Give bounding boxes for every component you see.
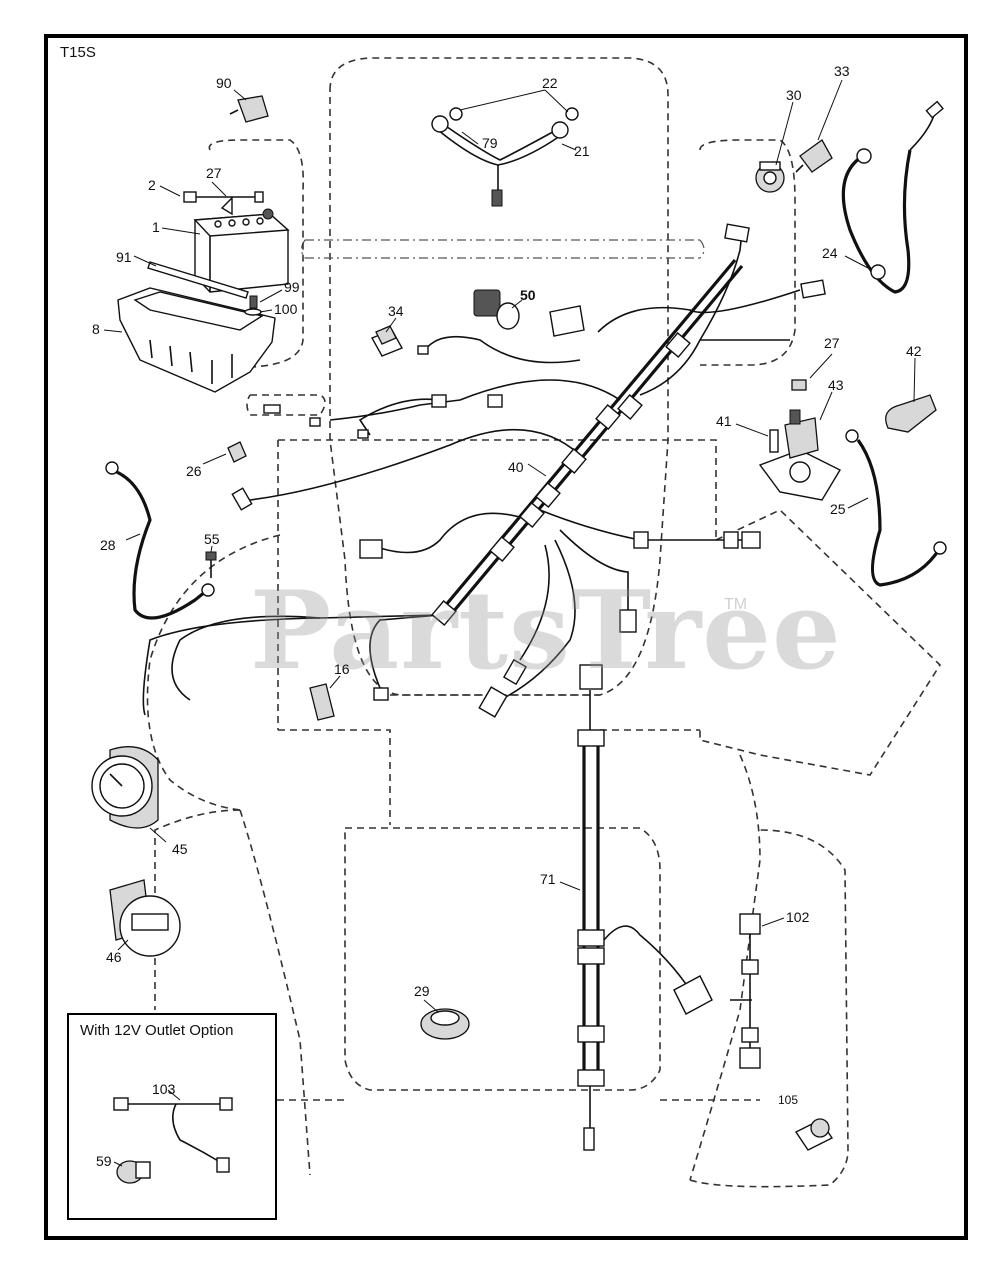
part-34-switch (371, 325, 403, 357)
part-46-meter (109, 879, 181, 957)
callout-30: 30 (786, 87, 802, 103)
part-33-key (795, 139, 833, 173)
part-71-harness (577, 664, 713, 1151)
callout-34: 34 (388, 303, 404, 319)
inset-box (67, 1013, 277, 1220)
callout-59: 59 (96, 1153, 112, 1169)
leader-lines (103, 79, 916, 1167)
part-42-boot (885, 394, 937, 433)
callout-91: 91 (116, 249, 132, 265)
part-30-ignition (755, 161, 785, 193)
callout-1: 1 (152, 219, 160, 235)
callout-2: 2 (148, 177, 156, 193)
callout-26: 26 (186, 463, 202, 479)
part-1-battery (193, 196, 290, 293)
part-99-100-bolt (244, 295, 262, 316)
callout-42: 42 (906, 343, 922, 359)
callout-100: 100 (274, 301, 298, 317)
part-29-grommet (420, 1008, 470, 1040)
callout-71: 71 (540, 871, 556, 887)
part-headlight-harness (431, 107, 579, 207)
part-43-solenoid (758, 379, 841, 501)
part-91-strap (147, 261, 249, 299)
callout-22: 22 (542, 75, 558, 91)
part-28-cable (105, 461, 215, 620)
callout-33: 33 (834, 63, 850, 79)
callout-90: 90 (216, 75, 232, 91)
callout-102: 102 (786, 909, 810, 925)
callout-40: 40 (508, 459, 524, 475)
part-103-inset-harness (113, 1097, 233, 1184)
callout-8: 8 (92, 321, 100, 337)
callout-45: 45 (172, 841, 188, 857)
callout-105: 105 (778, 1093, 799, 1107)
part-16-connector (309, 683, 335, 721)
watermark-trademark: TM (724, 596, 748, 613)
part-2-27-bolts (183, 191, 264, 203)
callout-103: 103 (152, 1081, 176, 1097)
part-45-gauge (91, 746, 159, 829)
callout-41: 41 (716, 413, 732, 429)
inset-title: With 12V Outlet Option (80, 1022, 234, 1039)
callout-16: 16 (334, 661, 350, 677)
callout-55: 55 (204, 531, 220, 547)
callout-50: 50 (520, 287, 536, 303)
callout-99: 99 (284, 279, 300, 295)
part-label (549, 305, 585, 337)
callout-25: 25 (830, 501, 846, 517)
part-105 (794, 1118, 834, 1151)
part-24-cable (841, 100, 944, 294)
part-50-switch (473, 289, 520, 330)
diagram-code: T15S (60, 44, 96, 61)
diagram-border (44, 34, 968, 1240)
callout-21: 21 (574, 143, 590, 159)
callout-28: 28 (100, 537, 116, 553)
part-102 (730, 913, 761, 1069)
part-25-cable (845, 429, 947, 587)
part-40-main-harness (142, 223, 826, 718)
watermark: PartsTree (250, 568, 842, 694)
part-90 (229, 95, 269, 123)
callout-46: 46 (106, 949, 122, 965)
callout-43: 43 (828, 377, 844, 393)
callout-24: 24 (822, 245, 838, 261)
callout-27-right: 27 (824, 335, 840, 351)
callout-79: 79 (482, 135, 498, 151)
part-26-fuse (227, 441, 247, 463)
callout-29: 29 (414, 983, 430, 999)
callout-27-top: 27 (206, 165, 222, 181)
part-8-tray (117, 287, 276, 393)
